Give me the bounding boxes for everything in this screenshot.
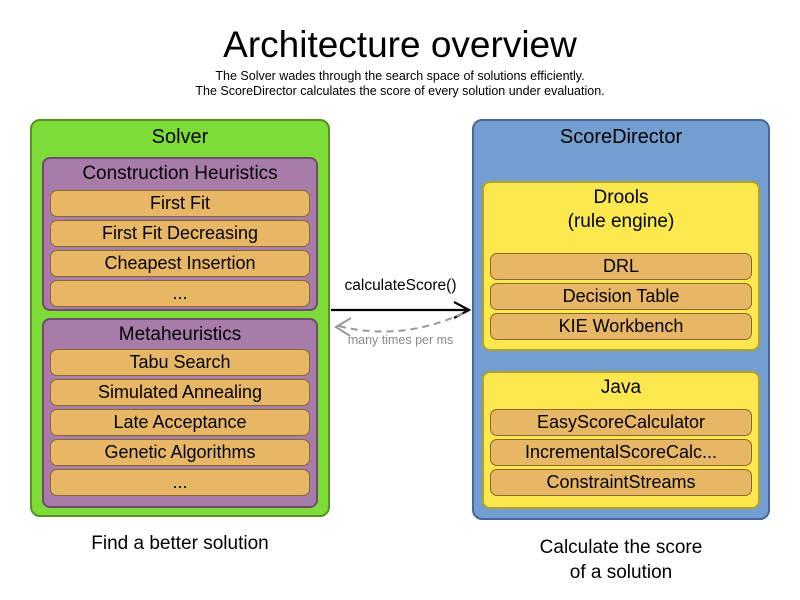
subtitle-line-2: The ScoreDirector calculates the score o…	[195, 84, 605, 98]
metaheuristics-group: Metaheuristics Tabu Search Simulated Ann…	[42, 318, 318, 508]
item-first-fit: First Fit	[50, 190, 310, 217]
frequency-label: many times per ms	[347, 333, 454, 347]
group-title: Construction Heuristics	[82, 163, 278, 184]
feedback-arrow	[338, 311, 467, 333]
calculate-score-label: calculateScore()	[344, 277, 457, 294]
item-simulated-annealing: Simulated Annealing	[50, 379, 310, 406]
solver-caption: Find a better solution	[91, 533, 269, 554]
score-director-caption: Calculate the score of a solution	[472, 535, 770, 585]
group-title: Java	[600, 377, 642, 398]
item-drl: DRL	[490, 253, 752, 280]
score-director-caption-line-1: Calculate the score	[539, 537, 703, 558]
subtitle-line-1: The Solver wades through the search spac…	[215, 69, 585, 83]
item-mh-ellipsis: ...	[50, 469, 310, 496]
item-first-fit-decreasing: First Fit Decreasing	[50, 220, 310, 247]
score-director-box-title: ScoreDirector	[559, 126, 683, 148]
group-title: Metaheuristics	[118, 324, 242, 345]
item-incremental-score-calculator: IncrementalScoreCalc...	[490, 439, 752, 466]
score-director-caption-line-2: of a solution	[569, 562, 673, 583]
item-late-acceptance: Late Acceptance	[50, 409, 310, 436]
score-director-box: ScoreDirector Drools (rule engine) DRL D…	[472, 119, 770, 520]
drools-group: Drools (rule engine) DRL Decision Table …	[482, 181, 760, 351]
item-kie-workbench: KIE Workbench	[490, 313, 752, 340]
calculate-score-arrowhead	[453, 301, 472, 319]
item-easy-score-calculator: EasyScoreCalculator	[490, 409, 752, 436]
solver-box-title: Solver	[151, 126, 209, 148]
item-constraint-streams: ConstraintStreams	[490, 469, 752, 496]
item-genetic-algorithms: Genetic Algorithms	[50, 439, 310, 466]
item-tabu-search: Tabu Search	[50, 349, 310, 376]
java-group: Java EasyScoreCalculator IncrementalScor…	[482, 371, 760, 509]
item-ch-ellipsis: ...	[50, 280, 310, 307]
page-title: Architecture overview	[223, 24, 577, 65]
group-title: Drools	[593, 187, 649, 208]
solver-box: Solver Construction Heuristics First Fit…	[30, 119, 330, 517]
item-decision-table: Decision Table	[490, 283, 752, 310]
construction-heuristics-group: Construction Heuristics First Fit First …	[42, 157, 318, 311]
group-subtitle: (rule engine)	[567, 211, 675, 232]
item-cheapest-insertion: Cheapest Insertion	[50, 250, 310, 277]
